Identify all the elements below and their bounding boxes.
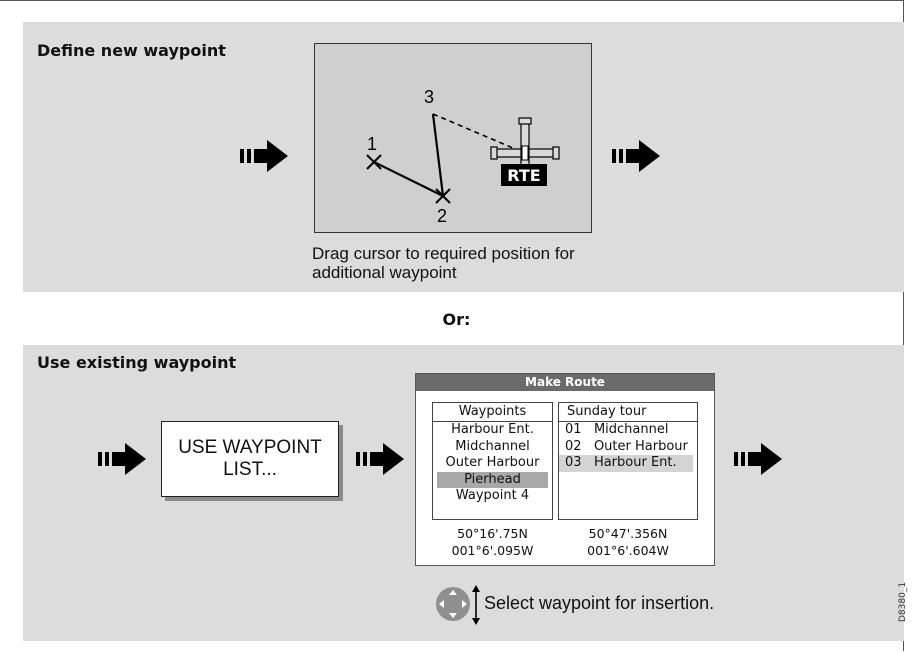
flow-arrow-icon <box>356 443 404 475</box>
list-item[interactable]: Harbour Ent. <box>451 422 534 437</box>
waypoint-1-marker <box>366 154 382 170</box>
flow-arrow-icon <box>612 140 660 172</box>
list-item-selected[interactable]: 03 Harbour Ent. <box>559 455 693 472</box>
waypoint-2-marker <box>435 188 451 204</box>
route-coordinates: 50°47'.356N 001°6'.604W <box>558 525 698 559</box>
list-item[interactable]: Waypoint 4 <box>455 488 530 503</box>
dialog-title: Make Route <box>416 374 714 391</box>
rubber-band-line <box>432 113 528 155</box>
use-waypoint-list-button[interactable]: USE WAYPOINT LIST... <box>161 421 339 497</box>
route-leg-2-3 <box>431 113 445 197</box>
waypoint-2-label: 2 <box>437 206 447 226</box>
waypoints-list-header: Waypoints <box>433 403 552 422</box>
list-item[interactable]: 02 Outer Harbour <box>565 438 688 454</box>
route-list: Sunday tour 01 Midchannel 02 Outer Harbo… <box>558 402 698 520</box>
existing-panel-title: Use existing waypoint <box>37 353 237 372</box>
or-label: Or: <box>442 310 471 329</box>
waypoints-list: Waypoints Harbour Ent. Midchannel Outer … <box>432 402 553 520</box>
list-item[interactable]: 01 Midchannel <box>565 422 669 437</box>
flow-arrow-icon <box>98 443 146 475</box>
select-waypoint-hint: Select waypoint for insertion. <box>484 593 715 613</box>
make-route-dialog: Make Route Waypoints Harbour Ent. Midcha… <box>415 373 715 566</box>
waypoint-coordinates: 50°16'.75N 001°6'.095W <box>432 525 553 559</box>
list-item[interactable]: Midchannel <box>455 438 530 454</box>
list-item[interactable]: Outer Harbour <box>445 455 540 470</box>
define-panel-title: Define new waypoint <box>37 41 226 60</box>
rte-badge <box>501 164 547 186</box>
waypoint-longitude: 001°6'.095W <box>451 543 534 558</box>
rte-badge-label: RTE <box>507 166 540 185</box>
waypoint-latitude: 50°16'.75N <box>457 526 528 541</box>
chart-map-area[interactable]: 1 2 3 RTE <box>314 43 592 233</box>
route-list-header: Sunday tour <box>559 403 697 422</box>
flow-arrow-icon <box>734 443 782 475</box>
list-item-selected[interactable]: Pierhead <box>437 471 548 488</box>
flow-arrow-icon <box>240 140 288 172</box>
figure-id: D8380_1 <box>898 581 908 622</box>
route-latitude: 50°47'.356N <box>588 526 668 541</box>
route-longitude: 001°6'.604W <box>587 543 669 558</box>
drag-cursor-caption: Drag cursor to required position for add… <box>312 244 575 282</box>
waypoint-3-label: 3 <box>424 87 434 107</box>
trackpad-icon <box>436 585 480 625</box>
route-drawing: 1 2 3 RTE <box>366 87 560 226</box>
route-leg-1-2 <box>373 161 444 197</box>
waypoint-1-label: 1 <box>367 134 377 154</box>
up-down-arrow-icon <box>472 585 480 625</box>
